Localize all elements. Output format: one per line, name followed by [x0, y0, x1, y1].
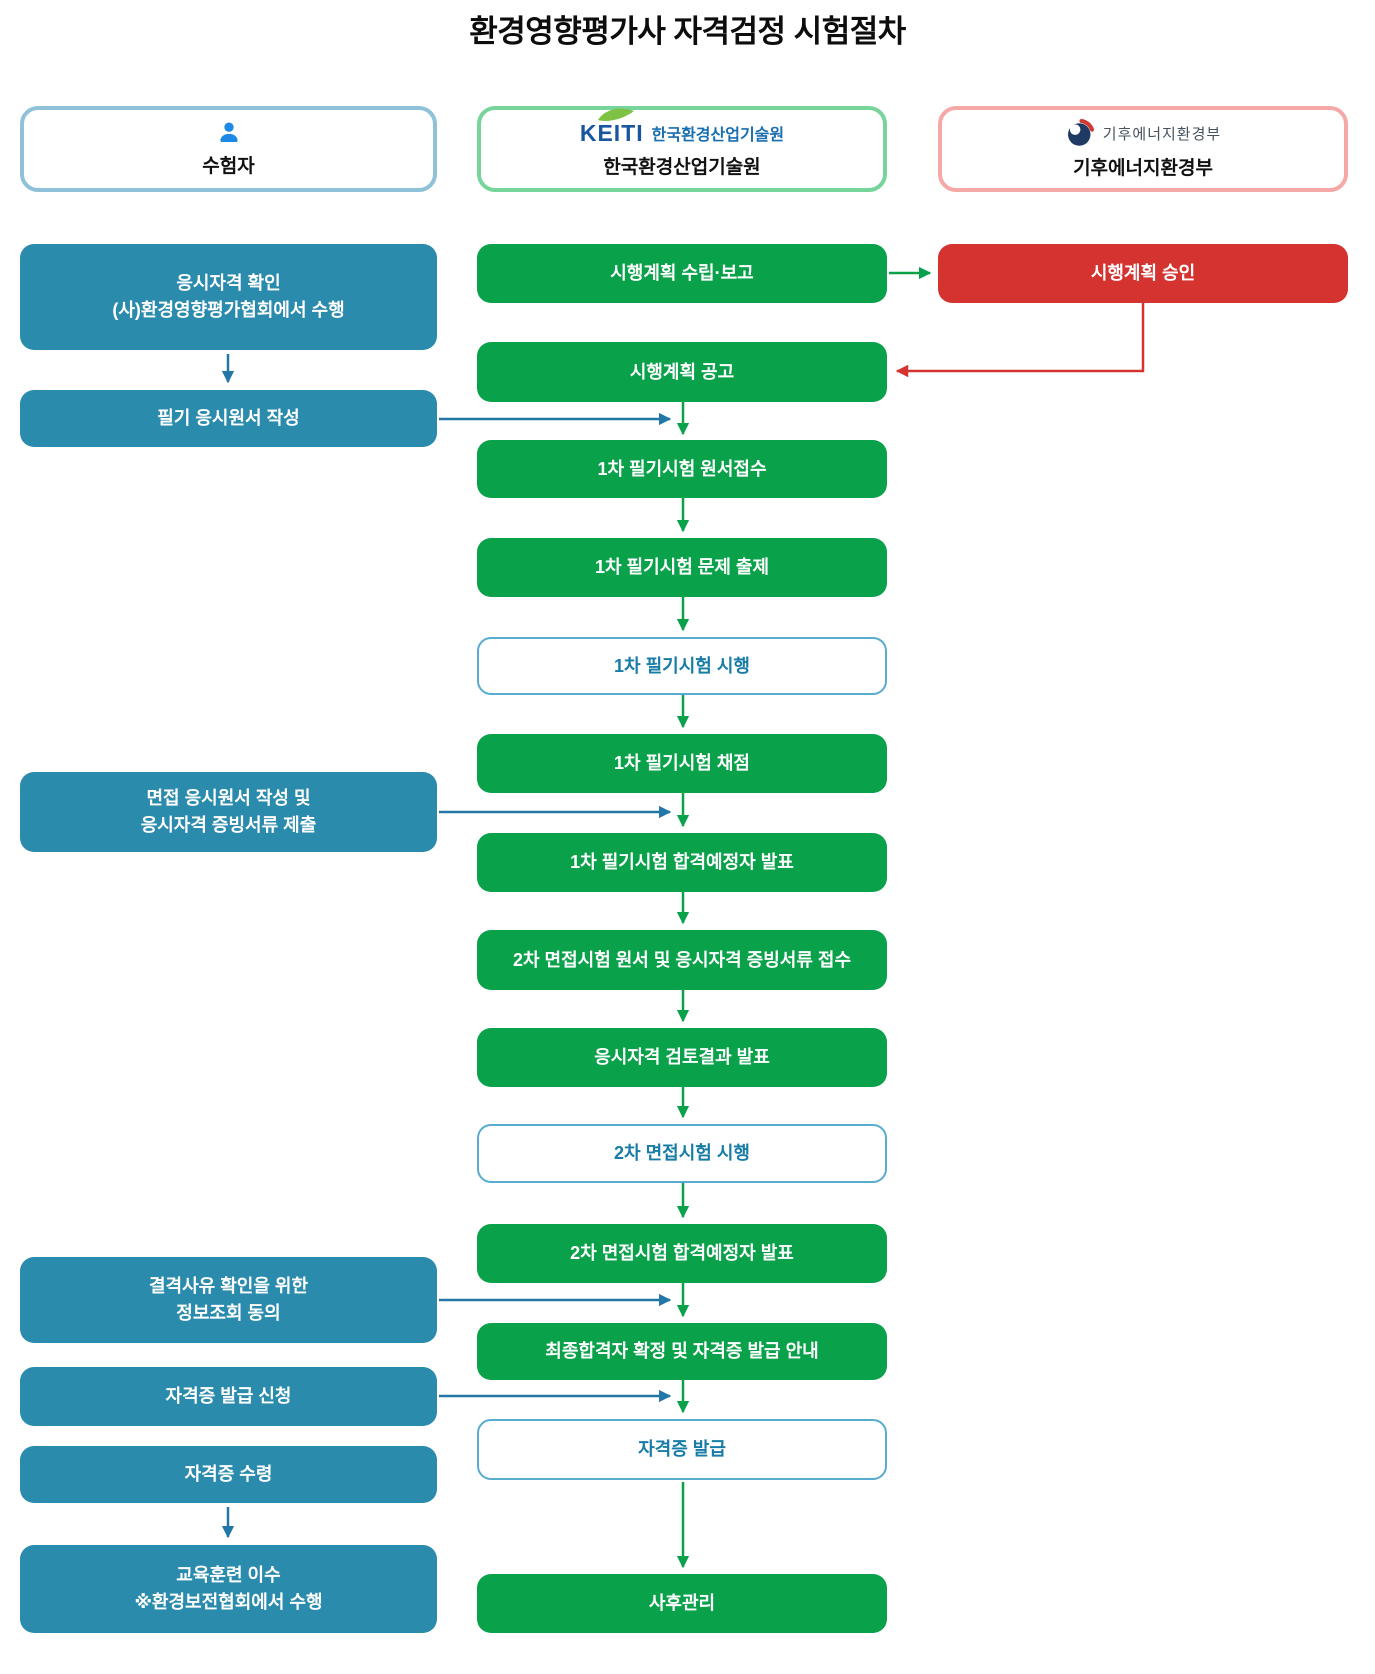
step-follow-up-management: 사후관리 [477, 1574, 887, 1633]
step-label: 1차 필기시험 시행 [614, 655, 750, 676]
step-label: 응시자격 검토결과 발표 [594, 1047, 770, 1067]
step-plan-approval: 시행계획 승인 [938, 244, 1348, 303]
step-education-training: 교육훈련 이수 ※환경보전협회에서 수행 [20, 1545, 437, 1633]
keiti-leaf-icon [598, 108, 635, 121]
step-label: 시행계획 승인 [1090, 263, 1196, 283]
step-label: 2차 면접시험 합격예정자 발표 [570, 1243, 794, 1263]
lane-header-label: 한국환경산업기술원 [603, 156, 761, 178]
step-label: 최종합격자 확정 및 자격증 발급 안내 [545, 1341, 819, 1361]
step-label: 1차 필기시험 원서접수 [597, 458, 767, 479]
step-interview-application-write: 면접 응시원서 작성 및 응시자격 증빙서류 제출 [20, 772, 437, 852]
step-written-exam-grading: 1차 필기시험 채점 [477, 734, 887, 793]
ministry-taegeuk-emblem-icon [1067, 118, 1094, 146]
step-final-pass-certificate-guide: 최종합격자 확정 및 자격증 발급 안내 [477, 1323, 887, 1380]
step-interview-application-receipt: 2차 면접시험 원서 및 응시자격 증빙서류 접수 [477, 930, 887, 990]
step-label: 결격사유 확인을 위한 정보조회 동의 [148, 1276, 309, 1323]
step-written-exam-question-setting: 1차 필기시험 문제 출제 [477, 538, 887, 597]
step-label: 2차 면접시험 시행 [614, 1143, 750, 1163]
keiti-wordmark: KEITI [580, 108, 644, 147]
step-plan-establish-report: 시행계획 수립·보고 [477, 244, 887, 303]
step-written-exam-application-receipt: 1차 필기시험 원서접수 [477, 440, 887, 498]
lane-header-label: 기후에너지환경부 [1073, 158, 1213, 179]
step-label: 자격증 수령 [184, 1464, 273, 1484]
page-title: 환경영향평가사 자격검정 시험절차 [469, 14, 906, 49]
step-written-exam-conduct: 1차 필기시험 시행 [477, 637, 887, 695]
step-eligibility-check: 응시자격 확인 (사)환경영향평가협회에서 수행 [20, 244, 437, 350]
step-label: 자격증 발급 [638, 1439, 726, 1459]
step-label: 시행계획 공고 [629, 361, 735, 382]
step-eligibility-review-result: 응시자격 검토결과 발표 [477, 1028, 887, 1087]
step-label: 2차 면접시험 원서 및 응시자격 증빙서류 접수 [512, 949, 852, 970]
person-icon [219, 122, 238, 142]
lane-header-label: 수험자 [202, 156, 255, 177]
step-written-application-write: 필기 응시원서 작성 [20, 390, 437, 447]
step-label: 1차 필기시험 합격예정자 발표 [570, 852, 794, 872]
lane-header-ministry: 기후에너지환경부 기후에너지환경부 [938, 106, 1348, 192]
step-disqualification-consent: 결격사유 확인을 위한 정보조회 동의 [20, 1257, 437, 1343]
step-label: 자격증 발급 신청 [165, 1386, 292, 1406]
step-label: 시행계획 수립·보고 [610, 263, 754, 283]
step-label: 필기 응시원서 작성 [157, 408, 300, 428]
step-certificate-request: 자격증 발급 신청 [20, 1367, 437, 1426]
keiti-logo: KEITI 한국환경산업기술원 [580, 108, 785, 147]
step-label: 면접 응시원서 작성 및 응시자격 증빙서류 제출 [140, 788, 317, 835]
keiti-logo-name: 한국환경산업기술원 [651, 127, 785, 144]
step-written-exam-pass-announcement: 1차 필기시험 합격예정자 발표 [477, 833, 887, 892]
step-interview-exam-conduct: 2차 면접시험 시행 [477, 1124, 887, 1183]
step-label: 사후관리 [648, 1593, 716, 1613]
step-label: 응시자격 확인 (사)환경영향평가협회에서 수행 [112, 273, 345, 320]
ministry-logo: 기후에너지환경부 [1065, 118, 1221, 148]
step-certificate-issuance: 자격증 발급 [477, 1419, 887, 1480]
lane-header-keiti: KEITI 한국환경산업기술원 한국환경산업기술원 [477, 106, 887, 192]
lane-header-examinee: 수험자 [20, 106, 437, 192]
step-certificate-receipt: 자격증 수령 [20, 1446, 437, 1503]
arrow-approval-to-announcement [895, 303, 1145, 378]
step-interview-pass-announcement: 2차 면접시험 합격예정자 발표 [477, 1224, 887, 1283]
step-label: 1차 필기시험 문제 출제 [594, 557, 770, 577]
ministry-logo-name: 기후에너지환경부 [1102, 125, 1222, 143]
step-label: 1차 필기시험 채점 [614, 753, 750, 773]
step-label: 교육훈련 이수 ※환경보전협회에서 수행 [134, 1565, 323, 1612]
step-plan-announcement: 시행계획 공고 [477, 342, 887, 402]
